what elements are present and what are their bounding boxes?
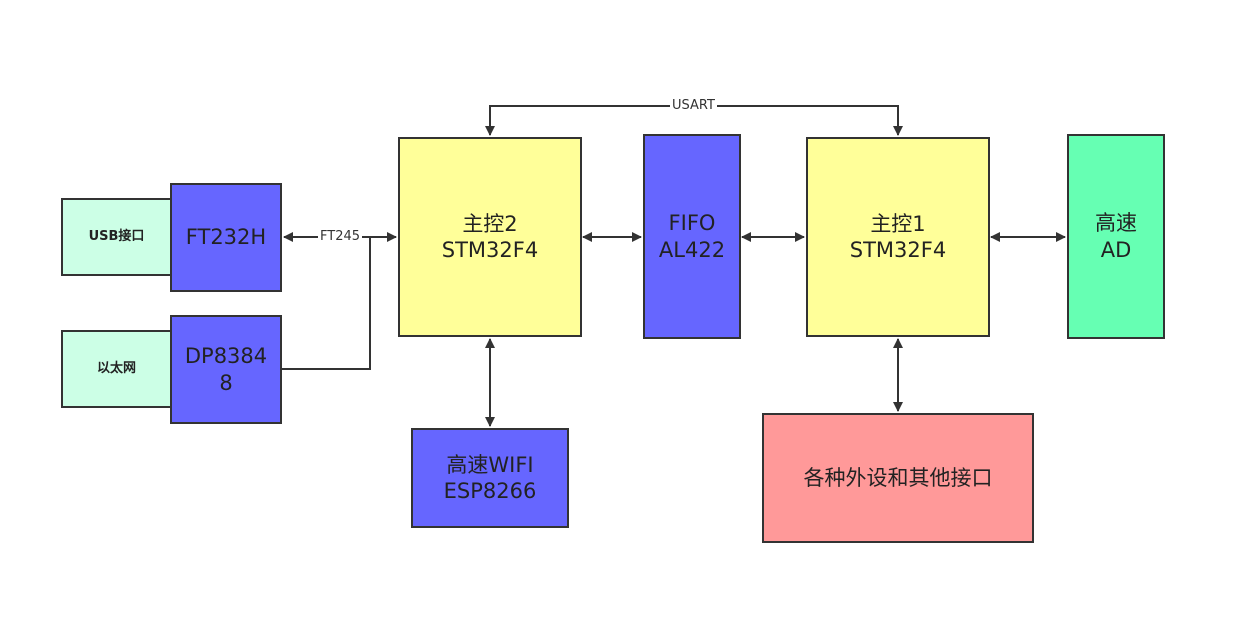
usb-interface-label: USB接口: [88, 228, 145, 244]
wifi-node: 高速WIFI ESP8266: [411, 428, 569, 528]
fifo-title: FIFO: [668, 211, 716, 236]
ft232h-node: FT232H: [170, 183, 282, 292]
high-speed-ad-line1: 高速: [1095, 211, 1137, 236]
ethernet-connector: [282, 237, 371, 370]
main-controller-1-title: 主控1: [870, 211, 926, 236]
main-controller-2-node: 主控2 STM32F4: [398, 137, 582, 337]
usb-interface-node: USB接口: [61, 198, 172, 276]
fifo-chip: AL422: [658, 237, 726, 262]
ethernet-node: 以太网: [61, 330, 172, 408]
usart-label: USART: [670, 98, 717, 113]
ft232h-label: FT232H: [185, 225, 267, 250]
wifi-chip: ESP8266: [443, 479, 537, 503]
dp83848-label-line2: 8: [219, 370, 233, 395]
main-controller-2-title: 主控2: [462, 211, 518, 236]
high-speed-ad-line2: AD: [1100, 237, 1132, 262]
high-speed-ad-node: 高速 AD: [1067, 134, 1165, 339]
peripherals-label: 各种外设和其他接口: [803, 465, 993, 490]
main-controller-1-node: 主控1 STM32F4: [806, 137, 990, 337]
dp83848-label-line1: DP8384: [184, 344, 268, 369]
main-controller-1-chip: STM32F4: [849, 238, 947, 262]
fifo-node: FIFO AL422: [643, 134, 741, 339]
peripherals-node: 各种外设和其他接口: [762, 413, 1034, 543]
ft245-label: FT245: [318, 229, 363, 244]
main-controller-2-chip: STM32F4: [441, 238, 539, 262]
dp83848-node: DP8384 8: [170, 315, 282, 424]
wifi-title: 高速WIFI: [446, 452, 534, 477]
ethernet-label: 以太网: [96, 360, 136, 376]
